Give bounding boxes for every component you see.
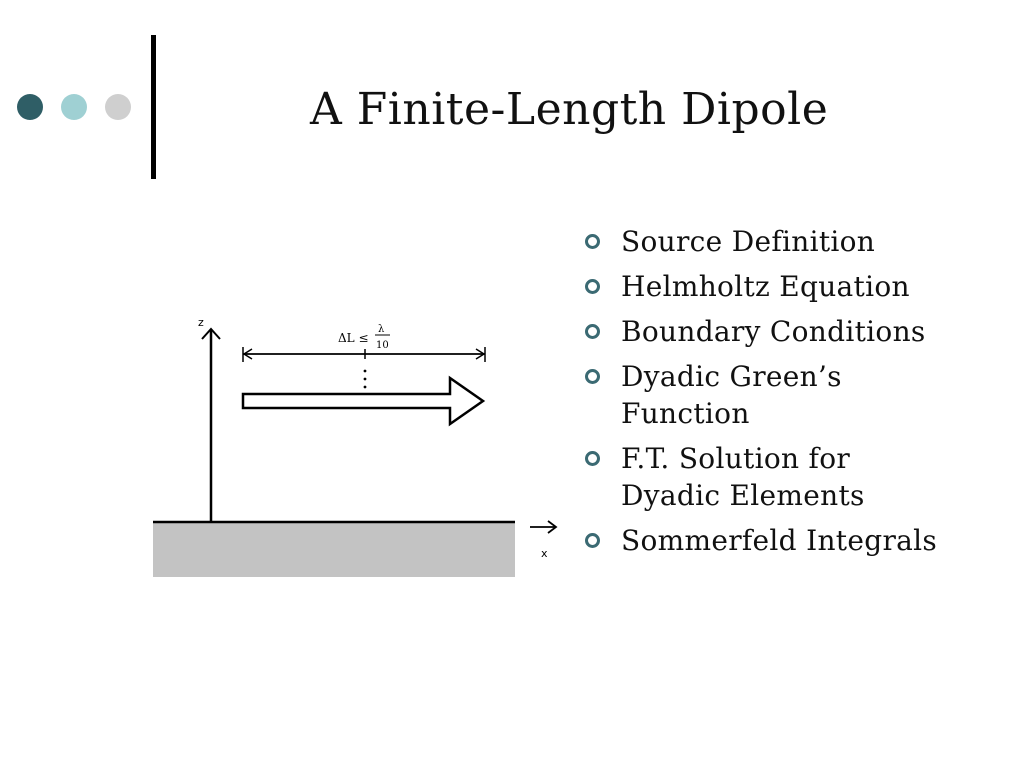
bullet-ring-icon <box>585 369 600 384</box>
ground-plane <box>153 523 515 577</box>
bullet-text: Sommerfeld Integrals <box>621 524 938 557</box>
bullet-text: Source Definition <box>621 225 876 258</box>
bullet-list: Source Definition Helmholtz Equation Bou… <box>584 223 1014 567</box>
bullet-item: Helmholtz Equation <box>584 268 1014 305</box>
bullet-ring-icon <box>585 533 600 548</box>
bullet-text: F.T. Solution for <box>621 442 851 475</box>
bullet-ring-icon <box>585 279 600 294</box>
bullet-text: Helmholtz Equation <box>621 270 910 303</box>
title-divider <box>151 35 156 179</box>
ten-label: 10 <box>376 340 389 351</box>
bullet-ring-icon <box>585 451 600 466</box>
ellipsis-dot-1 <box>363 369 367 373</box>
z-axis-arrowhead <box>201 327 221 340</box>
decor-dot-dark <box>17 94 43 120</box>
bullet-item: Source Definition <box>584 223 1014 260</box>
bullet-item: Sommerfeld Integrals <box>584 522 1014 559</box>
decor-dot-light <box>61 94 87 120</box>
bullet-ring-icon <box>585 234 600 249</box>
bullet-text-continued: Dyadic Elements <box>621 479 865 512</box>
x-axis-label: x <box>541 547 548 560</box>
ellipsis-dot-3 <box>363 385 367 389</box>
delta-l-label: ΔL ≤ <box>338 331 369 345</box>
decor-dots <box>17 94 131 120</box>
dimension-left-arrowhead <box>242 348 253 360</box>
slide-title: A Finite-Length Dipole <box>310 84 829 135</box>
dimension-right-arrowhead <box>475 348 486 360</box>
bullet-text: Boundary Conditions <box>621 315 926 348</box>
bullet-item: Boundary Conditions <box>584 313 1014 350</box>
ellipsis-dot-2 <box>363 377 367 381</box>
bullet-item: Dyadic Green’s Function <box>584 358 1014 432</box>
dipole-diagram: z x ΔL ≤ λ 10 <box>153 316 558 577</box>
bullet-text: Dyadic Green’s <box>621 360 842 393</box>
bullet-ring-icon <box>585 324 600 339</box>
x-axis-arrowhead <box>547 520 558 534</box>
lambda-label: λ <box>378 324 385 335</box>
bullet-item: F.T. Solution for Dyadic Elements <box>584 440 1014 514</box>
dipole-arrow <box>241 375 486 427</box>
bullet-text-continued: Function <box>621 397 750 430</box>
z-axis-label: z <box>198 316 204 329</box>
decor-dot-gray <box>105 94 131 120</box>
